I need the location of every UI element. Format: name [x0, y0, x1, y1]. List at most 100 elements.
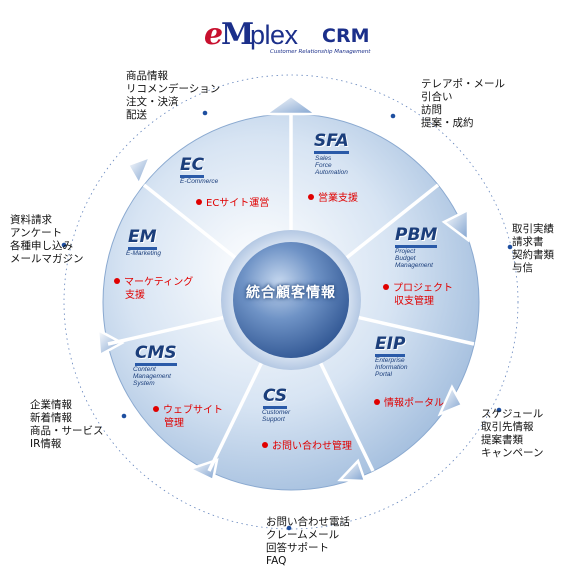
cms-sub-line: Content — [133, 366, 156, 373]
note-line: 取引先情報 — [481, 421, 534, 433]
cs-subtitle: Customer Support — [262, 409, 290, 423]
cms-subtitle: Content Management System — [133, 366, 171, 387]
note-line: リコメンデーション — [126, 83, 221, 95]
ec-title: EC — [180, 157, 204, 178]
note-left-lower: 企業情報 新着情報 商品・サービス IR情報 — [30, 399, 104, 451]
sfa-sub-line: Automation — [315, 169, 348, 176]
eip-sub-line: Information — [375, 364, 408, 371]
note-top-left: 商品情報 リコメンデーション 注文・決済 配送 — [126, 70, 220, 122]
bullet-dot — [153, 406, 159, 412]
note-line: クレームメール — [266, 529, 340, 541]
cs-sub-line: Support — [262, 416, 285, 423]
note-line: メールマガジン — [10, 253, 84, 265]
logo-tagline: Customer Relationship Management — [270, 49, 371, 55]
note-right-upper: 取引実績 請求書 契約書類 与信 — [512, 223, 554, 275]
pbm-label-line: プロジェクト — [393, 283, 453, 294]
eip-label-line: 情報ポータル — [384, 398, 444, 409]
pbm-sub-line: Budget — [395, 255, 416, 262]
em-label-line: 支援 — [125, 290, 145, 301]
logo-m: M — [221, 17, 255, 52]
bullet-dot — [383, 284, 389, 290]
note-line: テレアポ・メール — [421, 78, 505, 90]
note-right-lower: スケジュール 取引先情報 提案書類 キャンペーン — [481, 408, 543, 460]
note-line: IR情報 — [30, 438, 62, 450]
note-line: 提案・成約 — [421, 117, 474, 129]
pbm-sub-line: Management — [395, 262, 433, 269]
bullet-dot — [196, 199, 202, 205]
center-label: 統合顧客情報 — [246, 285, 336, 301]
sfa-label: 営業支援 — [308, 192, 358, 205]
bullet-dot — [308, 194, 314, 200]
note-line: 注文・決済 — [126, 96, 179, 108]
ec-subtitle: E-Commerce — [180, 178, 218, 185]
note-line: 商品・サービス — [30, 425, 104, 437]
cs-label: お問い合わせ管理 — [262, 440, 352, 453]
eip-subtitle: Enterprise Information Portal — [375, 357, 408, 378]
note-line: 引合い — [421, 91, 453, 103]
note-line: FAQ — [266, 555, 287, 567]
note-line: 提案書類 — [481, 434, 523, 446]
pbm-title: PBM — [395, 227, 437, 248]
note-line: 企業情報 — [30, 399, 72, 411]
ec-label-line: ECサイト運営 — [206, 198, 270, 209]
sfa-sub-line: Force — [315, 162, 332, 169]
em-title: EM — [128, 229, 157, 250]
pbm-subtitle: Project Budget Management — [395, 248, 433, 269]
sfa-label-line: 営業支援 — [318, 193, 358, 204]
orbit-dots — [61, 110, 513, 531]
cs-sub-line: Customer — [262, 409, 291, 416]
note-left-upper: 資料請求 アンケート 各種申し込み メールマガジン — [10, 214, 84, 266]
logo-plex: plex — [250, 20, 298, 50]
note-line: 取引実績 — [512, 223, 554, 235]
emplex-crm-logo: e M plex CRM Customer Relationship Manag… — [204, 18, 384, 58]
ec-label: ECサイト運営 — [196, 197, 269, 210]
note-line: 商品情報 — [126, 70, 168, 82]
note-top-right: テレアポ・メール 引合い 訪問 提案・成約 — [421, 78, 505, 130]
note-line: お問い合わせ電話 — [266, 516, 350, 528]
bullet-dot — [262, 442, 268, 448]
note-line: 与信 — [512, 262, 533, 274]
note-line: 契約書類 — [512, 249, 554, 261]
logo-e: e — [204, 17, 224, 52]
cms-label: ウェブサイト 管理 — [153, 404, 223, 430]
note-bottom: お問い合わせ電話 クレームメール 回答サポート FAQ — [266, 516, 350, 568]
note-line: 請求書 — [512, 236, 544, 248]
eip-sub-line: Portal — [375, 371, 392, 378]
pbm-sub-line: Project — [395, 248, 416, 255]
sfa-title: SFA — [314, 133, 349, 154]
eip-label: 情報ポータル — [374, 397, 444, 410]
sfa-subtitle: Sales Force Automation — [315, 155, 348, 176]
note-line: 訪問 — [421, 104, 442, 116]
note-line: アンケート — [10, 227, 63, 239]
cms-label-line: ウェブサイト — [163, 405, 223, 416]
note-line: キャンペーン — [481, 447, 544, 459]
note-line: 各種申し込み — [10, 240, 73, 252]
sfa-sub-line: Sales — [315, 155, 332, 162]
hub-core — [233, 242, 349, 358]
bullet-dot — [114, 278, 120, 284]
eip-title: EIP — [375, 336, 405, 357]
note-line: 配送 — [126, 109, 147, 121]
cms-sub-line: System — [133, 380, 155, 387]
pbm-label: プロジェクト 収支管理 — [383, 282, 453, 308]
note-line: 資料請求 — [10, 214, 52, 226]
logo-crm: CRM — [322, 25, 370, 47]
cms-sub-line: Management — [133, 373, 171, 380]
em-label-line: マーケティング — [124, 277, 194, 288]
em-label: マーケティング 支援 — [114, 276, 193, 302]
em-subtitle: E-Marketing — [126, 250, 161, 257]
bullet-dot — [374, 399, 380, 405]
cs-label-line: お問い合わせ管理 — [272, 441, 352, 452]
cms-label-line: 管理 — [164, 418, 184, 429]
note-line: 回答サポート — [266, 542, 329, 554]
cs-title: CS — [263, 388, 287, 409]
ec-sub-line: E-Commerce — [180, 178, 219, 185]
eip-sub-line: Enterprise — [375, 357, 405, 364]
pbm-label-line: 収支管理 — [394, 296, 434, 307]
em-sub-line: E-Marketing — [126, 250, 162, 257]
cms-title: CMS — [135, 345, 177, 366]
note-line: スケジュール — [481, 408, 544, 420]
note-line: 新着情報 — [30, 412, 72, 424]
